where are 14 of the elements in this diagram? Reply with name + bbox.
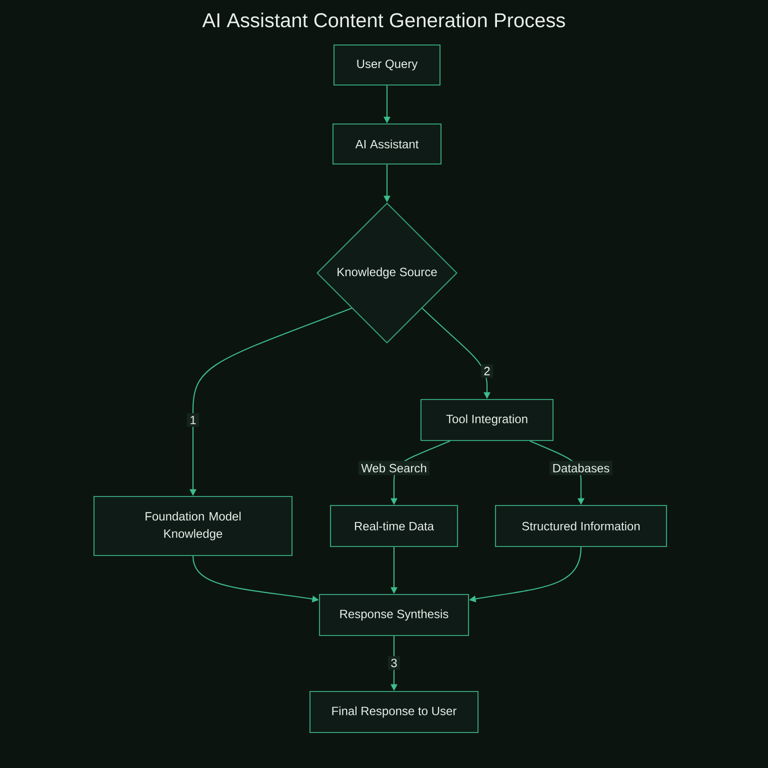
edge-label: Databases [550,460,612,476]
process-box: Real-time Data [330,504,458,548]
edge-label: 2 [481,364,493,378]
process-box: Structured Information [494,504,668,548]
process-box: AI Assistant [332,123,442,165]
process-box: Foundation Model Knowledge [93,496,293,556]
process-box: Final Response to User [309,690,479,734]
edge-label: 1 [187,413,199,427]
edge-label: Web Search [358,460,430,476]
title: AI Assistant Content Generation Process [202,12,565,28]
edge-label: 3 [388,656,400,670]
process-box: Response Synthesis [318,594,470,636]
process-box: Tool Integration [420,398,554,442]
process-box: User Query [333,44,441,86]
